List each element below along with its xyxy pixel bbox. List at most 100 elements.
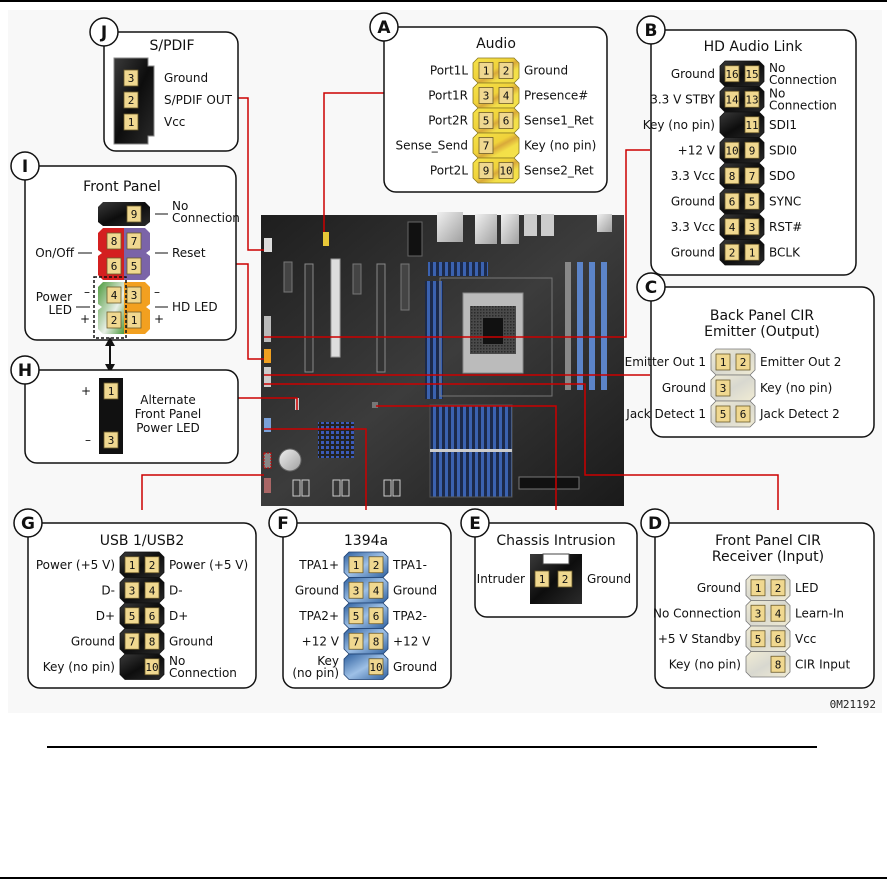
pin-number: 3 xyxy=(129,584,136,597)
pin-label-right: Key (no pin) xyxy=(524,139,596,153)
pin-label-left: Port1L xyxy=(430,64,468,78)
sata-port xyxy=(392,479,401,497)
pin-1 xyxy=(750,579,766,597)
connector-key xyxy=(542,553,570,565)
pin-label-left: D- xyxy=(101,583,115,597)
callout-letter: H xyxy=(18,361,32,381)
pin-number: 6 xyxy=(373,610,380,623)
pin-number: 9 xyxy=(483,165,490,178)
sata-port xyxy=(292,479,301,497)
heatsink-bar xyxy=(430,449,512,452)
motherboard-illustration xyxy=(261,212,624,506)
callout-letter-badge xyxy=(268,508,298,538)
callout-letter-badge xyxy=(10,151,40,181)
rear-io-audio xyxy=(437,212,463,242)
pin-4 xyxy=(498,87,514,104)
pin-3 xyxy=(744,218,760,236)
pin-8 xyxy=(106,232,122,250)
callout-letter: D xyxy=(648,514,662,534)
pin-label-left: Emitter Out 1 xyxy=(625,355,706,369)
pcie-x4-slot xyxy=(400,263,410,311)
pin-1 xyxy=(126,311,142,329)
pin-number: 1 xyxy=(749,246,756,259)
pin-label-left: Port2L xyxy=(430,164,468,178)
dimm-slot-2 xyxy=(577,262,583,390)
pin-11 xyxy=(744,116,760,134)
sata-port xyxy=(332,479,341,497)
pin-number: 7 xyxy=(131,235,138,248)
polarity-sign: + xyxy=(81,384,91,398)
pin-6 xyxy=(368,607,384,625)
pin-number: 2 xyxy=(740,356,747,369)
pin-4 xyxy=(724,218,740,236)
pin-label-right: Jack Detect 2 xyxy=(759,407,840,421)
polarity-sign: + xyxy=(154,312,164,326)
pin-label-right: TPA1- xyxy=(392,558,427,572)
pin-label-right: +12 V xyxy=(393,634,431,648)
callout-title: 1394a xyxy=(344,533,388,549)
pin-number: 6 xyxy=(149,610,156,623)
pin-label-right: D+ xyxy=(169,609,188,623)
pin-label-right: Connection xyxy=(769,98,837,112)
leader-j xyxy=(238,97,264,251)
rear-io-usb3-2 xyxy=(541,214,554,236)
polarity-sign: – xyxy=(84,285,90,299)
pin-label-left: Port2R xyxy=(428,114,468,128)
usb-header-2 xyxy=(264,478,271,493)
pcie-x1-slot-2 xyxy=(352,263,362,295)
pin-1 xyxy=(534,570,550,588)
leader-lines xyxy=(141,92,779,510)
pin-1 xyxy=(124,556,140,574)
pin-label-right: SDI0 xyxy=(769,143,797,157)
pin-label-left: Power (+5 V) xyxy=(36,558,115,572)
pin-number: 8 xyxy=(729,170,736,183)
pin-number: 3 xyxy=(749,221,756,234)
led-equivalence-arrow xyxy=(105,337,115,373)
pin-label-right: Power (+5 V) xyxy=(169,558,248,572)
pin-number: 13 xyxy=(745,93,758,106)
pin-2 xyxy=(770,579,786,597)
pin-number: 14 xyxy=(725,93,739,106)
pin-number: 6 xyxy=(111,260,118,273)
pin-5 xyxy=(126,257,142,275)
pin-label: Connection xyxy=(172,211,240,225)
pin-number: 8 xyxy=(373,635,380,648)
pin-9 xyxy=(744,141,760,159)
pin-label-left: Ground xyxy=(295,583,339,597)
pin-label-left: Key (no pin) xyxy=(669,657,741,671)
leader-f xyxy=(264,428,367,510)
pin-4 xyxy=(770,604,786,622)
pin-4 xyxy=(106,286,122,304)
pin-number: 8 xyxy=(149,635,156,648)
pin-number: 2 xyxy=(729,246,736,259)
pin-2 xyxy=(368,556,384,574)
front-panel-header xyxy=(264,349,271,363)
pin-number: 3 xyxy=(755,607,762,620)
callout-title: Back Panel CIR xyxy=(710,308,815,324)
pin-7 xyxy=(348,632,364,650)
pin-2 xyxy=(735,353,751,371)
pin-number: 7 xyxy=(129,635,136,648)
pin-number: 2 xyxy=(128,94,135,107)
pin-number: 1 xyxy=(539,573,546,586)
super-io-chip xyxy=(318,422,354,458)
pin-14 xyxy=(724,90,740,108)
hd-audio-header xyxy=(264,316,271,342)
callout-title: USB 1/USB2 xyxy=(100,533,184,549)
pin-number: 1 xyxy=(483,65,490,78)
pin-number: 5 xyxy=(749,195,756,208)
pin-6 xyxy=(498,112,514,129)
pin-label-left: D+ xyxy=(96,609,115,623)
pin-number: 4 xyxy=(775,607,782,620)
pin-label-right: No xyxy=(169,654,185,668)
pin-2 xyxy=(724,243,740,261)
pin-label-right: Ground xyxy=(393,660,437,674)
callout-title: Emitter (Output) xyxy=(704,324,820,340)
bottom-border-line xyxy=(0,877,887,879)
callout-title: Front Panel CIR xyxy=(715,533,821,549)
pin-label-right: SDO xyxy=(769,169,795,183)
pin-label-right: Learn-In xyxy=(795,606,844,620)
pin-5 xyxy=(348,607,364,625)
